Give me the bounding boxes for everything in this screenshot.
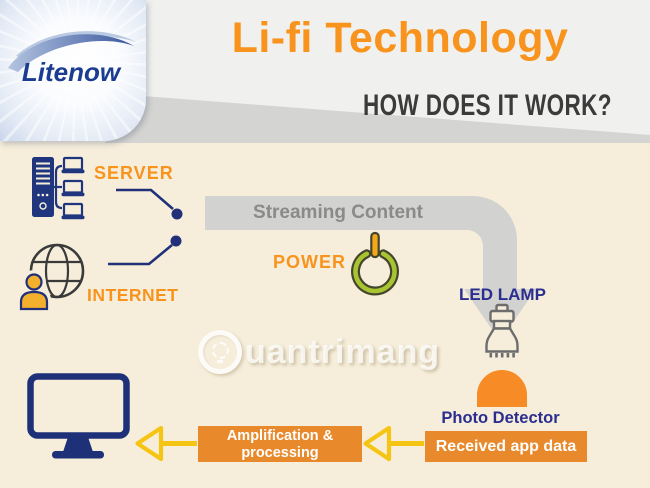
led-lamp-label: LED LAMP <box>459 285 546 304</box>
internet-label: INTERNET <box>87 285 179 305</box>
arrow-to-monitor-icon <box>135 425 197 462</box>
streaming-content-label: Streaming Content <box>253 202 423 223</box>
internet-connection-line <box>108 235 182 266</box>
server-icon <box>32 156 85 220</box>
power-label: POWER <box>272 252 346 272</box>
logo-text: Litenow <box>21 57 121 87</box>
received-app-data-box: Received app data <box>425 431 587 462</box>
page-title: Li-fi Technology <box>231 14 569 62</box>
server-label: SERVER <box>94 163 174 183</box>
watermark: uantrimang <box>198 330 440 374</box>
lightbulb-icon <box>198 330 242 374</box>
logo-swoosh-icon <box>8 31 136 72</box>
amplification-processing-box: Amplification & processing <box>198 426 362 462</box>
photo-detector-shape <box>477 370 527 407</box>
user-icon <box>16 270 52 314</box>
power-icon <box>351 231 399 296</box>
monitor-icon <box>27 373 130 459</box>
photo-detector-label: Photo Detector <box>441 409 560 427</box>
litenow-logo: Litenow <box>0 0 146 141</box>
arrow-to-processing-icon <box>363 425 424 462</box>
page-subtitle: HOW DOES IT WORK? <box>363 89 612 122</box>
watermark-text: uantrimang <box>245 332 441 371</box>
server-connection-line <box>116 188 183 220</box>
led-lamp-icon <box>485 303 519 358</box>
